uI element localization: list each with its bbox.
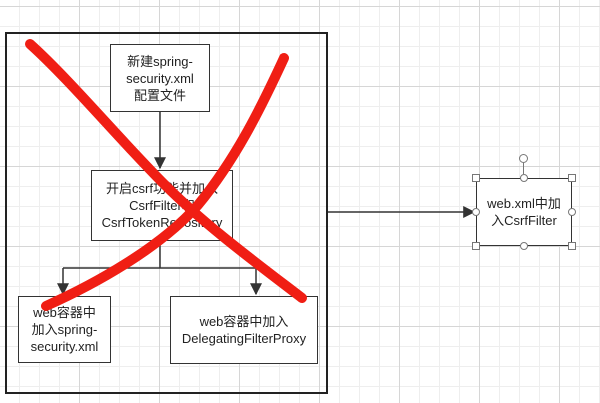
rotate-handle[interactable] xyxy=(519,154,528,163)
node-web-add-spring-line2: 加入spring- xyxy=(31,322,98,337)
node-web-add-spring[interactable]: web容器中 加入spring- security.xml xyxy=(18,296,111,363)
container-frame xyxy=(5,32,328,394)
resize-handle-top-right[interactable] xyxy=(568,174,576,182)
resize-handle-bottom-left[interactable] xyxy=(472,242,480,250)
cross-stroke-1 xyxy=(25,39,307,303)
resize-handle-top-mid[interactable] xyxy=(520,174,528,182)
node-web-add-proxy[interactable]: web容器中加入 DelegatingFilterProxy xyxy=(170,296,318,364)
node-create-config[interactable]: 新建spring- security.xml 配置文件 xyxy=(110,44,210,112)
node-enable-csrf-line3: CsrfTokenRepository xyxy=(101,215,223,230)
cross-stroke-2 xyxy=(41,53,289,311)
resize-handle-mid-left[interactable] xyxy=(472,208,480,216)
node-web-xml-filter-line2: 入CsrfFilter xyxy=(491,213,557,228)
node-web-xml-filter-line1: web.xml中加 xyxy=(487,196,561,211)
resize-handle-mid-right[interactable] xyxy=(568,208,576,216)
node-web-add-spring-line3: security.xml xyxy=(30,339,99,354)
node-create-config-line1: 新建spring- xyxy=(127,53,193,69)
resize-handle-bottom-right[interactable] xyxy=(568,242,576,250)
node-create-config-line2: security.xml xyxy=(126,70,194,86)
resize-handle-top-left[interactable] xyxy=(472,174,480,182)
node-create-config-line3: 配置文件 xyxy=(133,87,186,103)
resize-handle-bottom-mid[interactable] xyxy=(520,242,528,250)
node-web-add-proxy-line1: web容器中加入 xyxy=(199,314,289,329)
node-web-add-proxy-line2: DelegatingFilterProxy xyxy=(181,331,307,346)
rotate-handle-stem xyxy=(523,163,524,174)
